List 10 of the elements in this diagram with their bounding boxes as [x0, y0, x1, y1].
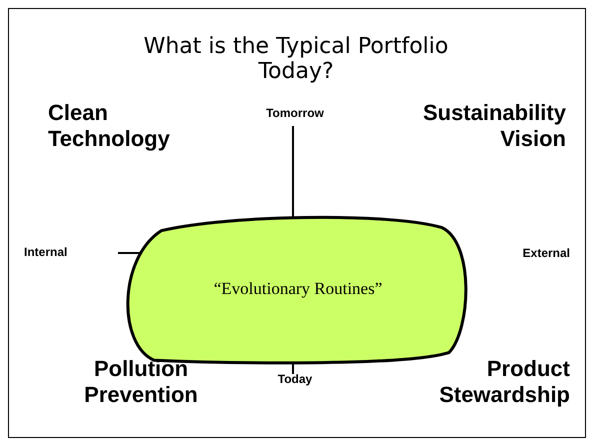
- quadrant-label: Clean Technology: [48, 100, 171, 153]
- axis-end-label: Tomorrow: [265, 106, 325, 120]
- axis-end-label: Today: [276, 372, 314, 386]
- quadrant-label: Pollution Prevention: [83, 356, 199, 409]
- axis-end-label: External: [522, 246, 570, 260]
- quadrant-label: Product Stewardship: [438, 356, 570, 409]
- slide-title: What is the Typical Portfolio Today?: [142, 34, 450, 84]
- quadrant-label: Sustainability Vision: [422, 100, 566, 153]
- blob-text: “Evolutionary Routines”: [212, 279, 384, 299]
- axis-end-label: Internal: [24, 245, 68, 260]
